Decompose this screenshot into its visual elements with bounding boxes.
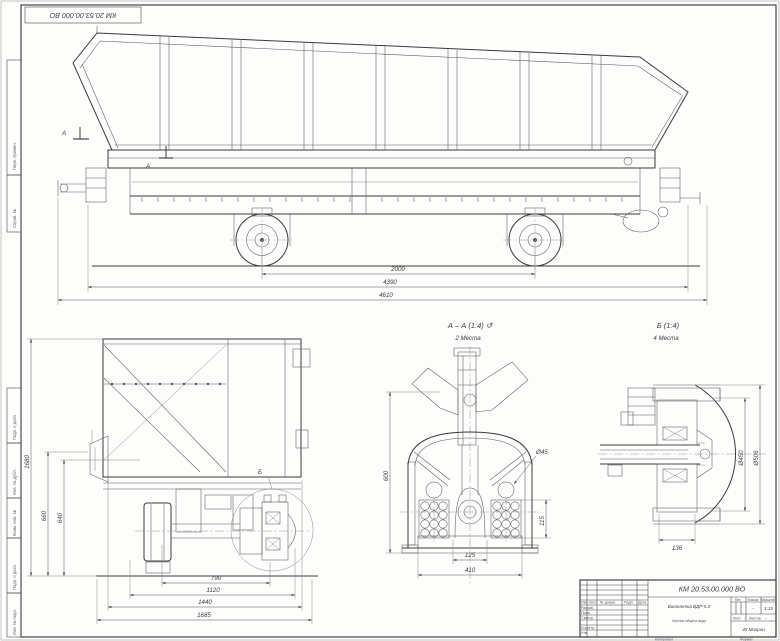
section-marker-a2: А [145,146,173,170]
end-bolt-row [104,382,226,386]
tb-header-doc: № докум. [600,601,616,605]
dim-4390: 4390 [383,279,397,286]
main-side-view: А А 2000 4390 4610 [57,26,708,305]
dim-2000: 2000 [390,266,405,273]
tb-massa-label: Масса [748,598,759,602]
dim-640: 640 [57,512,64,523]
wheel-hub [656,399,713,513]
tb-name: Вагонетка ВДР-5.3 [668,604,711,609]
title-block-grid [580,580,776,637]
main-dimensions: 2000 4390 4610 [57,198,708,305]
dim-600: 600 [383,470,390,481]
dim-136: 136 [672,545,683,552]
dim-125: 125 [465,552,476,559]
section-b-subtitle: 4 Места [653,335,679,342]
section-a-letter-2: А [145,163,150,170]
frame-label-perv: Перв. примен. [12,142,17,170]
wheel-rim [652,384,736,525]
tb-header-list: Лист [589,601,597,605]
dim-1685: 1685 [197,612,211,619]
hopper-ribs [159,36,602,150]
section-b-dims: Ø450 Ø506 136 [658,384,765,552]
tb-row-nkontr: Н.контр. [581,626,595,630]
tb-listov-label: Листов [749,617,761,621]
spring-block [175,488,202,533]
tb-masshtab-value: 1:15 [764,606,773,611]
axlebox-housing [407,431,533,548]
detail-b-letter: Б [258,469,262,476]
corner-stamp-number: КМ 20.53.00.000 ВО [49,11,116,20]
tb-doc-type: Чертеж общего вида [672,619,707,623]
tb-format: Формат [740,638,753,641]
end-horizontal-dims: 790 1120 1440 1685 [96,480,313,624]
dim-4610: 4610 [379,292,393,299]
buffer-left [57,167,107,203]
frame-label-sprav: Справ. № [12,208,17,228]
buffer-right [611,167,701,233]
end-wheel [143,502,172,574]
end-vertical-dims: 1680 660 640 [24,338,140,577]
coupler-hook [411,347,529,446]
title-block: Изм. Лист № докум. Подп. Дата Разраб. Пр… [579,579,777,641]
tb-org-name: 45 Микрон [742,627,765,632]
tb-kopiroval: Копировал [655,638,673,641]
tb-row-utv: Утв. [581,631,588,635]
section-aa-view: А – А (1:4) ↺ 2 Места [383,321,551,584]
axle-shaft [600,444,700,465]
left-frame-boxes: Перв. примен. Справ. № Подп. и дата Инв.… [6,59,22,638]
section-aa-base [401,535,539,554]
chassis [129,168,641,215]
dim-410: 410 [465,567,476,574]
section-aa-title: А – А (1:4) ↺ [447,321,493,330]
tb-listov-value: – [765,617,767,621]
tb-header-podp: Подп. [624,601,634,605]
centre-link [400,445,540,539]
frame-label-podp2: Подп. и дата [12,565,17,590]
tb-row-prov: Пров. [581,611,591,615]
frame-label-vzam: Взам. инв. № [12,510,17,536]
tb-row-razrab: Разраб. [581,606,594,610]
section-b-view: Б (1:4) 4 Места [598,321,766,552]
tb-list-value: – [744,617,746,621]
chassis-bolts [141,197,623,202]
corner-stamp: КМ 20.53.00.000 ВО [24,6,142,24]
tb-header-data: Дата [638,601,646,605]
tb-header-izm: Изм. [581,601,589,605]
section-a-letter-1: А [61,130,66,137]
frame-label-podp1: Подп. и дата [12,415,17,440]
dim-660: 660 [41,510,48,521]
dim-1680: 1680 [24,455,31,469]
dim-790: 790 [211,575,222,582]
tb-lit-label: Лит. [735,598,742,602]
dim-1120: 1120 [206,587,220,594]
dim-d45: Ø45 [535,449,548,456]
tb-row-tkontr: Т.контр. [581,616,594,620]
brake-stack [607,387,656,477]
frame-label-inv-dubl: Инв. № дубл. [12,469,17,495]
tb-masshtab-label: Масштаб [761,598,776,602]
visor [89,435,109,483]
dim-115: 115 [539,516,546,526]
side-sill [107,149,656,169]
section-aa-subtitle: 2 Места [454,335,481,342]
end-view: Б 1680 660 640 790 1120 [24,338,318,624]
section-marker-a1: А [61,127,89,140]
section-b-title: Б (1:4) [657,321,680,330]
spring-stacks [418,496,522,544]
tb-massa-value: – [751,606,755,611]
tb-doc-number: КМ 20.53.00.000 ВО [679,585,746,594]
tb-list-label: Лист [733,617,741,621]
dim-d450: Ø450 [738,450,745,467]
dim-d506: Ø506 [753,450,760,467]
dim-1440: 1440 [198,599,212,606]
end-hub [239,494,296,561]
section-aa-dims: 600 Ø45 115 125 410 [383,391,551,579]
hub-bracket [232,494,254,531]
frame-label-inv-podl: Инв. № подл. [12,609,17,635]
